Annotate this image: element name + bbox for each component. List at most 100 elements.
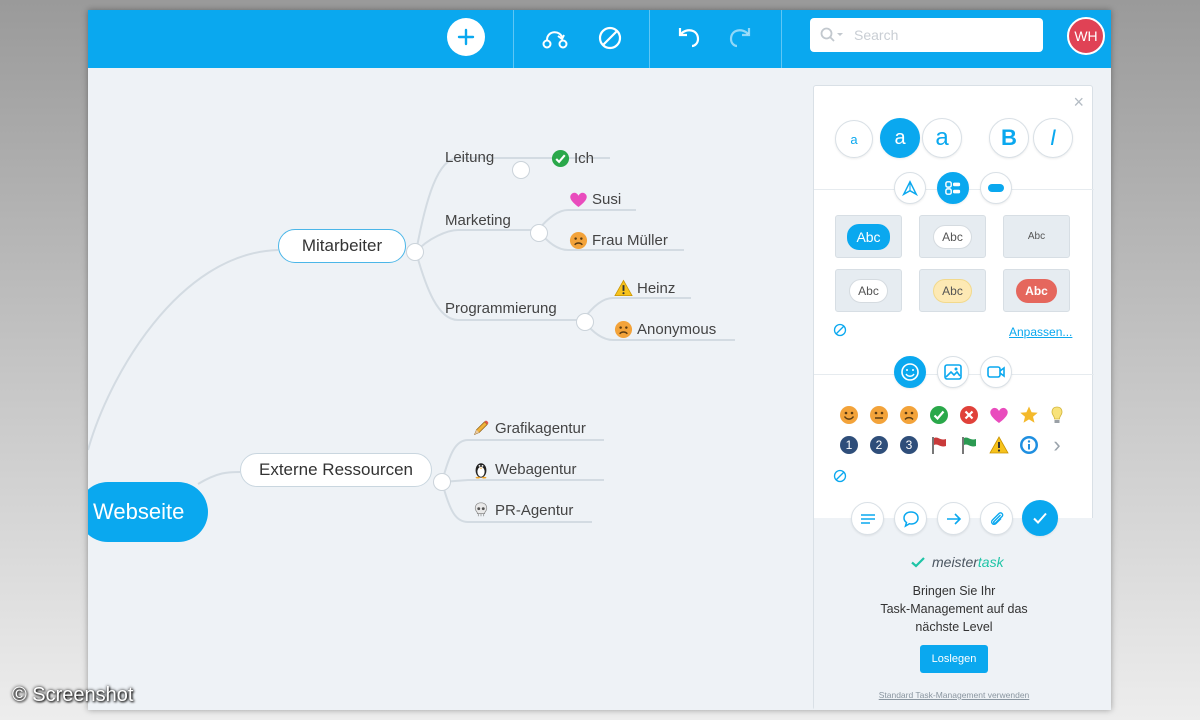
tab-draw-style[interactable] (894, 172, 926, 204)
root-node[interactable]: Webseite (88, 482, 208, 542)
notes-button[interactable] (851, 502, 884, 535)
node-grafikagentur[interactable]: Grafikagentur (471, 418, 586, 438)
style-panel: × a a a B I Abc Abc Abc Abc Ab (813, 85, 1094, 710)
plus-icon (457, 28, 475, 46)
logo-text: task (977, 554, 1004, 570)
number-2-icon[interactable]: 2 (868, 434, 890, 456)
task-button[interactable] (1022, 500, 1058, 536)
style-preset-label: Abc (933, 224, 972, 249)
layout-icon (945, 181, 961, 195)
node-programmierung[interactable]: Programmierung (445, 300, 557, 317)
redo-icon (729, 28, 751, 48)
no-entry-icon (833, 469, 847, 483)
heart-icon[interactable] (988, 404, 1010, 426)
more-icons-button[interactable]: › (1053, 432, 1061, 457)
clear-icon-button[interactable] (831, 467, 849, 485)
standard-task-management-link[interactable]: Standard Task-Management verwenden (878, 690, 1030, 700)
font-size-small-button[interactable]: a (835, 120, 873, 158)
style-preset-blue[interactable]: Abc (835, 215, 902, 258)
smile-face-icon[interactable] (838, 404, 860, 426)
node-ich[interactable]: Ich (550, 148, 594, 168)
node-leitung[interactable]: Leitung (445, 149, 494, 166)
node-anonymous[interactable]: Anonymous (613, 319, 716, 339)
connect-button[interactable] (540, 23, 572, 55)
tab-emoji[interactable] (894, 356, 926, 388)
undo-button[interactable] (674, 22, 704, 52)
style-preset-plain[interactable]: Abc (1003, 215, 1070, 258)
info-icon[interactable] (1018, 434, 1040, 456)
warning-icon (613, 278, 633, 298)
node-frau-mueller[interactable]: Frau Müller (568, 230, 668, 250)
no-entry-icon (833, 323, 847, 337)
link-button[interactable] (937, 502, 970, 535)
get-started-button[interactable]: Loslegen (920, 645, 988, 673)
star-icon[interactable] (1018, 404, 1040, 426)
node-webagentur[interactable]: Webagentur (471, 459, 576, 479)
node-label: Grafikagentur (495, 419, 586, 437)
node-handle[interactable] (433, 473, 451, 491)
toolbar-separator (781, 10, 782, 68)
attachment-button[interactable] (980, 502, 1013, 535)
mindmap-canvas[interactable]: Webseite Mitarbeiter Externe Ressourcen … (88, 68, 813, 710)
node-pr-agentur[interactable]: PR-Agentur (471, 500, 573, 520)
no-entry-icon (598, 26, 622, 50)
search-input[interactable] (854, 27, 1024, 43)
style-preset-red[interactable]: Abc (1003, 269, 1070, 312)
style-preset-outline[interactable]: Abc (835, 269, 902, 312)
promo-line: nächste Level (915, 620, 993, 634)
cross-icon[interactable] (958, 404, 980, 426)
node-label: Ich (574, 149, 595, 167)
check-icon[interactable] (928, 404, 950, 426)
add-node-button[interactable] (447, 18, 485, 56)
toolbar: WH (88, 10, 1111, 68)
lightbulb-icon[interactable] (1046, 404, 1068, 426)
customize-link[interactable]: Anpassen... (1009, 325, 1073, 339)
arrow-right-icon (946, 512, 961, 525)
node-handle[interactable] (576, 313, 594, 331)
node-handle[interactable] (512, 161, 530, 179)
remove-style-button[interactable] (594, 22, 626, 54)
tab-shape-style[interactable] (980, 172, 1012, 204)
clear-style-button[interactable] (831, 321, 849, 339)
tab-node-style[interactable] (937, 172, 969, 204)
app-window: WH Webseite Mitarbeiter Exter (88, 10, 1111, 710)
logo-text: meister (932, 554, 978, 570)
check-icon (550, 148, 570, 168)
green-flag-icon[interactable] (958, 434, 980, 456)
search-box[interactable] (810, 18, 1043, 52)
node-externe-ressourcen[interactable]: Externe Ressourcen (240, 453, 432, 487)
neutral-face-icon[interactable] (868, 404, 890, 426)
comment-button[interactable] (894, 502, 927, 535)
frown-face-icon[interactable] (898, 404, 920, 426)
bold-button[interactable]: B (989, 118, 1029, 158)
node-label: Marketing (445, 212, 511, 229)
node-marketing[interactable]: Marketing (445, 212, 511, 229)
node-label: Programmierung (445, 300, 557, 317)
warning-icon[interactable] (988, 434, 1010, 456)
connection-icon (542, 31, 568, 49)
tab-video[interactable] (980, 356, 1012, 388)
node-heinz[interactable]: Heinz (613, 278, 675, 298)
paperclip-icon (990, 511, 1003, 525)
node-mitarbeiter[interactable]: Mitarbeiter (278, 229, 406, 263)
pen-nib-icon (901, 180, 919, 197)
italic-button[interactable]: I (1033, 118, 1073, 158)
node-label: Anonymous (637, 320, 717, 338)
redo-button[interactable] (725, 22, 755, 52)
font-size-medium-button[interactable]: a (880, 118, 920, 158)
heart-icon (568, 189, 588, 209)
search-icon (820, 27, 843, 42)
node-susi[interactable]: Susi (568, 189, 621, 209)
number-3-icon[interactable]: 3 (898, 434, 920, 456)
tab-image[interactable] (937, 356, 969, 388)
node-handle[interactable] (530, 224, 548, 242)
node-handle[interactable] (406, 243, 424, 261)
text-lines-icon (860, 513, 875, 524)
user-avatar[interactable]: WH (1067, 17, 1105, 55)
red-flag-icon[interactable] (928, 434, 950, 456)
close-panel-button[interactable]: × (1073, 92, 1084, 112)
style-preset-yellow[interactable]: Abc (919, 269, 986, 312)
font-size-large-button[interactable]: a (922, 118, 962, 158)
number-1-icon[interactable]: 1 (838, 434, 860, 456)
style-preset-white[interactable]: Abc (919, 215, 986, 258)
